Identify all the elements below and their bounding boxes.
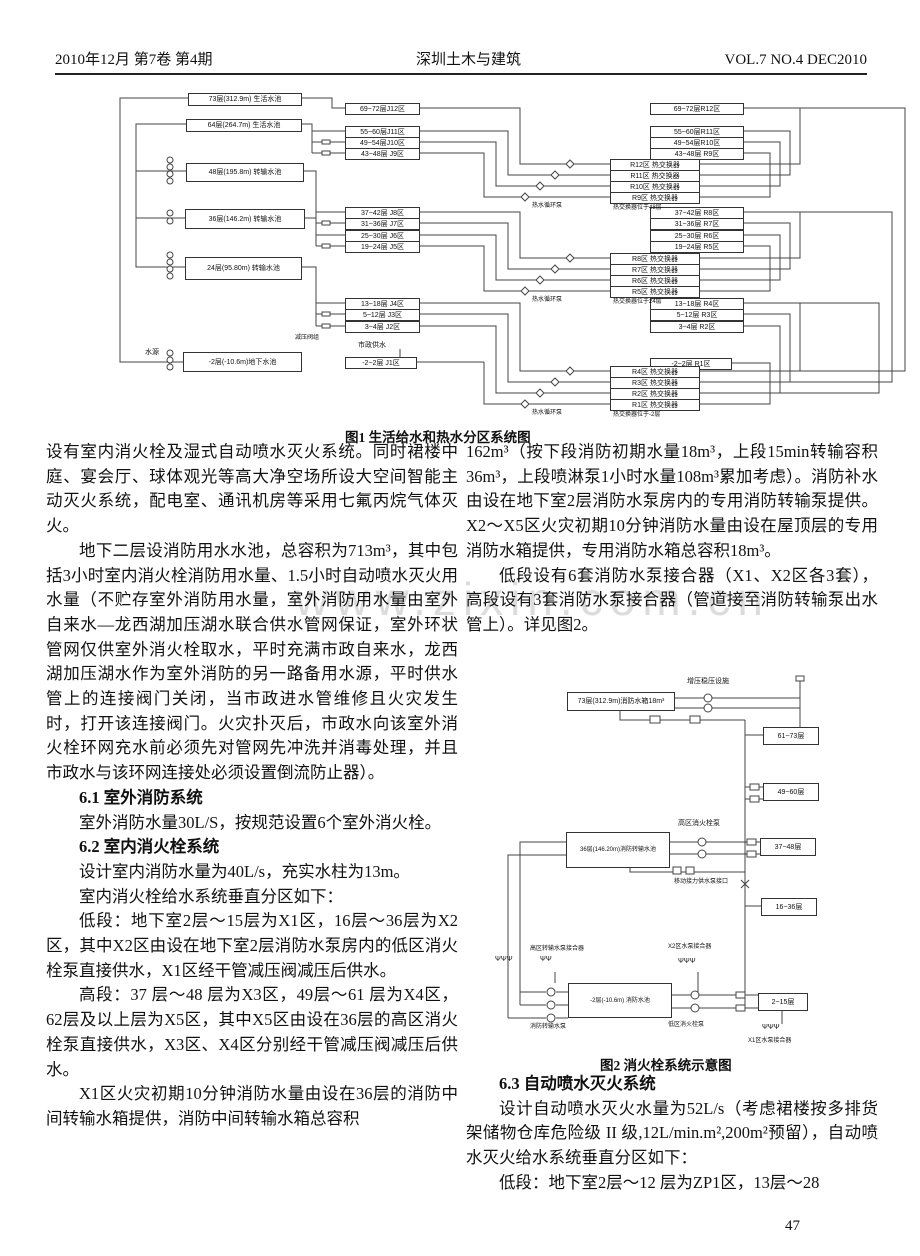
tank-24f: 24层(95.80m) 转输水池 (185, 257, 302, 280)
floors-49-60-box: 49~60层 (763, 783, 819, 801)
paragraph: 低段：地下室2层～15层为X1区，16层～36层为X2区，其中X2区由设在地下室… (46, 911, 458, 980)
figure1-caption: 图1 生活给水和热水分区系统图 (345, 430, 531, 445)
paragraph: X1区火灾初期10分钟消防水量由设在36层的消防中间转输水箱提供，消防中间转输水… (46, 1084, 458, 1128)
zone-j5: 19~24层 J5区 (345, 241, 420, 253)
header-issue: 2010年12月 第7卷 第4期 (55, 52, 213, 68)
x2-coupler-label: X2区水泵接合器 (668, 944, 712, 950)
tank-64f: 64层(264.7m) 生活水池 (186, 119, 302, 132)
exchanger-r5: R5区 热交换器 (610, 286, 700, 298)
paragraph: 162m³（按下段消防初期水量18m³，上段15min转输容积36m³，上段喷淋… (466, 442, 878, 560)
section-heading-6-2: 6.2 室内消火栓系统 (79, 837, 220, 857)
figure2-pipework (507, 675, 805, 1024)
zone-r2: 3~4层 R2区 (650, 321, 744, 333)
watermark: www.zixin.com.cn (295, 573, 770, 625)
paragraph: 高段：37 层～48 层为X3区，49层～61 层为X4区，62层及以上层为X5… (46, 985, 458, 1079)
section-heading-6-1: 6.1 室外消防系统 (79, 787, 203, 807)
zone-j1: -2~2层 J1区 (345, 357, 417, 369)
header-volume: VOL.7 NO.4 DEC2010 (724, 52, 868, 68)
section-heading-6-3: 6.3 自动喷水灭火系统 (499, 1074, 656, 1093)
municipal-supply-label: 市政供水 (358, 342, 386, 349)
floors-2-15-box: 2~15层 (758, 993, 808, 1011)
figure2-caption: 图2 消火栓系统示意图 (600, 1058, 732, 1073)
hw-circ-pump-label-2: 热水循环泵 (532, 297, 563, 303)
prv-label: 减压阀组 (295, 335, 320, 341)
paragraph: 低段设有6套消防水泵接合器（X1、X2区各3套）， 高段设有3套消防水泵接合器（… (466, 565, 878, 634)
page-number: 47 (785, 1218, 800, 1234)
water-source-label: 水源 (145, 349, 159, 356)
mobile-relay-label: 移动接力供水泵接口 (674, 879, 729, 885)
paragraph: 室外消防水量30L/S，按规范设置6个室外消火栓。 (79, 812, 442, 832)
zone-r12: 69~72层R12区 (650, 103, 744, 115)
floors-37-48-box: 37~48层 (760, 838, 816, 856)
exchanger-loc-b2-label: 热交换器位于-2层 (613, 412, 661, 418)
paragraph: 设有室内消火栓及湿式自动喷水灭火系统。同时裙楼中庭、宴会厅、球体观光等高大净空场… (46, 442, 458, 536)
fire-pool-basement: -2层(-10.6m) 消防水池 (568, 983, 672, 1018)
page-header: 2010年12月 第7卷 第4期 深圳土木与建筑 VOL.7 NO.4 DEC2… (55, 48, 867, 75)
figure1-diagram: 73层(312.9m) 生活水池 64层(264.7m) 生活水池 48层(19… (100, 85, 912, 430)
fire-tank-73f: 73层(312.9m)消防水箱18m³ (567, 692, 675, 711)
low-zone-pump-label: 低区消火栓泵 (668, 1022, 705, 1028)
floors-16-36-box: 16~36层 (761, 898, 817, 916)
zone-j7: 31~36层 J7区 (345, 218, 420, 230)
hw-circ-pump-label-3: 热水循环泵 (532, 410, 563, 416)
high-zone-pump-label: 高区消火栓泵 (678, 820, 720, 827)
zone-j2: 3~4层 J2区 (345, 321, 420, 333)
right-column-top: 162m³（按下段消防初期水量18m³，上段15min转输容积36m³，上段喷淋… (466, 440, 878, 638)
tank-36f: 36层(146.2m) 转输水池 (185, 209, 305, 229)
zone-r7: 31~36层 R7区 (650, 218, 744, 230)
paragraph: 室内消火栓给水系统垂直分区如下： (79, 886, 343, 906)
figure2-diagram: 73层(312.9m)消防水箱18m³ 增压稳压设施 61~73层 49~60层… (490, 672, 912, 1054)
boost-facility-label: 增压稳压设施 (687, 678, 729, 685)
paragraph: 地下二层设消防用水水池，总容积为713m³，其中包括3小时室内消火栓消防用水量、… (46, 540, 458, 783)
zone-j3: 5~12层 J3区 (345, 309, 420, 321)
coupler-symbol: ΨΨΨ (762, 1024, 780, 1031)
floors-61-73-box: 61~73层 (763, 727, 819, 745)
tank-basement: -2层(-10.6m)地下水池 (183, 352, 302, 372)
high-coupler-label: 高区转输水泵接合器 (530, 946, 585, 952)
transfer-pump-label: 消防转输水泵 (530, 1024, 567, 1030)
transfer-tank-36f: 36层(146.20m)消防转输水池 (566, 832, 670, 868)
coupler-symbol: ΨΨΨ (495, 956, 513, 963)
left-column: 设有室内消火栓及湿式自动喷水灭火系统。同时裙楼中庭、宴会厅、球体观光等高大净空场… (46, 440, 458, 1132)
header-journal-title: 深圳土木与建筑 (416, 52, 522, 68)
exchanger-loc-48-label: 热交换器位于48层 (613, 205, 662, 211)
paragraph: 设计自动喷水灭火水量为52L/s（考虑裙楼按多排货架储物仓库危险级 II 级,1… (466, 1098, 878, 1168)
coupler-symbol: ΨΨΨ (678, 958, 696, 965)
figure1-pipework (119, 97, 906, 409)
exchanger-r1: R1区 热交换器 (610, 399, 700, 411)
exchanger-r9: R9区 热交换器 (610, 192, 700, 204)
zone-j9: 43~48层 J9区 (345, 148, 420, 160)
zone-j12: 69~72层J12区 (345, 103, 420, 115)
right-column-bottom: 6.3 自动喷水灭火系统 设计自动喷水灭火水量为52L/s（考虑裙楼按多排货架储… (466, 1072, 878, 1196)
zone-r3: 5~12层 R3区 (650, 309, 744, 321)
x1-coupler-label: X1区水泵接合器 (748, 1038, 792, 1044)
paragraph: 设计室内消防水量为40L/s，充实水柱为13m。 (79, 861, 410, 881)
paragraph: 低段：地下室2层～12 层为ZP1区，13层～28 (499, 1172, 820, 1192)
hw-circ-pump-label-1: 热水循环泵 (532, 203, 563, 209)
tank-48f: 48层(195.8m) 转输水池 (186, 163, 304, 182)
zone-r5: 19~24层 R5区 (650, 241, 744, 253)
exchanger-loc-24-label: 热交换器位于24层 (613, 299, 662, 305)
tank-73f: 73层(312.9m) 生活水池 (188, 93, 302, 106)
coupler-symbol: ΨΨ (540, 956, 552, 963)
